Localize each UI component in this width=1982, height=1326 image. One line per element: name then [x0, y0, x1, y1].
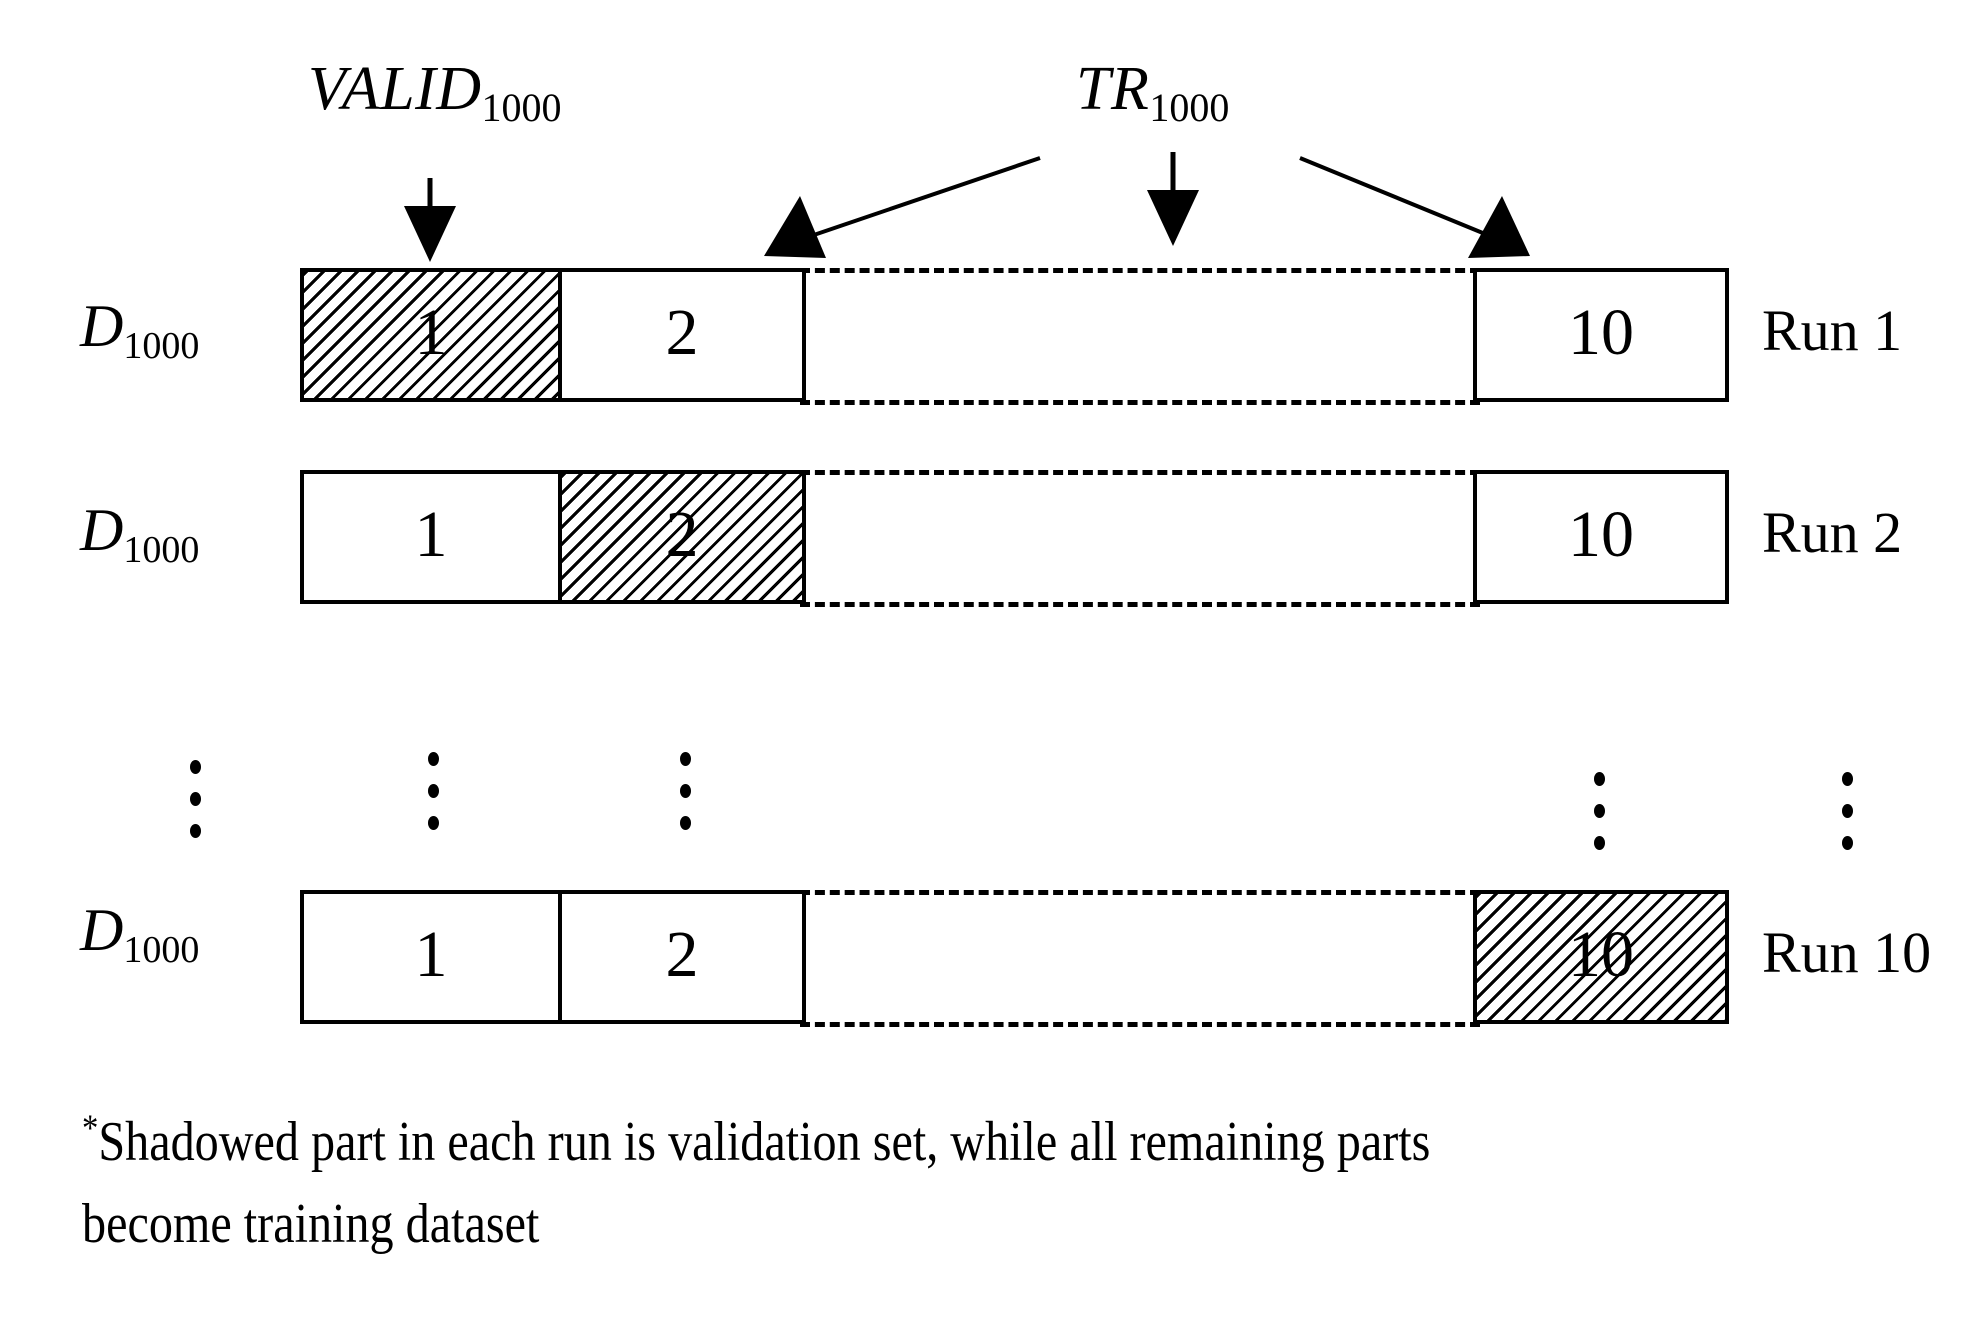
row-2-fold-2[interactable]: 2	[562, 470, 806, 604]
row-3-dataset-label: D1000	[80, 897, 199, 969]
ellipsis-dot	[1594, 836, 1605, 850]
row-1-fold-2[interactable]: 2	[562, 268, 806, 402]
row-1-fold-10-number: 10	[1568, 296, 1634, 369]
row-1-dataset-label: D1000	[80, 293, 199, 365]
ellipsis-column-4	[1594, 772, 1605, 850]
row-1-dataset-subscript: 1000	[123, 325, 200, 367]
ellipsis-column-3	[680, 752, 691, 830]
row-1-run-label: Run 1	[1762, 298, 1903, 363]
row-3-fold-2-number: 2	[665, 918, 699, 991]
row-2-fold-10-number: 10	[1568, 498, 1634, 571]
row-1-rail-top	[800, 268, 1480, 273]
row-1-rail-bottom	[800, 400, 1480, 405]
ellipsis-dot	[428, 784, 439, 798]
valid-annotation-label: VALID1000	[308, 55, 562, 128]
row-3-fold-1-number: 1	[414, 918, 448, 991]
tr-pointer-arrow-left	[764, 156, 1041, 258]
row-2-dataset-subscript: 1000	[123, 529, 200, 571]
row-2-fold-1[interactable]: 1	[300, 470, 562, 604]
valid-annotation-text: VALID	[308, 55, 482, 123]
ellipsis-dot	[1842, 836, 1853, 850]
ellipsis-dot	[428, 752, 439, 766]
row-2-run-label: Run 2	[1762, 500, 1903, 565]
row-3-dataset-letter: D	[80, 897, 124, 963]
ellipsis-dot	[190, 792, 201, 806]
tr-annotation-text: TR	[1076, 55, 1150, 123]
ellipsis-dot	[1842, 772, 1853, 786]
ellipsis-dot	[428, 816, 439, 830]
ellipsis-column-5	[1842, 772, 1853, 850]
row-3-dataset-subscript: 1000	[123, 929, 200, 971]
row-2-rail-bottom	[800, 602, 1480, 607]
tr-annotation-subscript: 1000	[1149, 85, 1230, 130]
row-3-run-label: Run 10	[1762, 920, 1932, 985]
row-1-fold-1[interactable]: 1	[300, 268, 562, 402]
row-2-fold-10[interactable]: 10	[1473, 470, 1729, 604]
row-2-rail-top	[800, 470, 1480, 475]
ellipsis-dot	[1594, 772, 1605, 786]
valid-pointer-arrow	[404, 178, 456, 262]
row-3-fold-1[interactable]: 1	[300, 890, 562, 1024]
row-2-fold-2-number: 2	[665, 498, 699, 571]
footnote-line-1-text: Shadowed part in each run is validation …	[98, 1111, 1431, 1173]
row-3-fold-10[interactable]: 10	[1473, 890, 1729, 1024]
row-2-dataset-letter: D	[80, 497, 124, 563]
row-1-fold-10[interactable]: 10	[1473, 268, 1729, 402]
ellipsis-dot	[1594, 804, 1605, 818]
row-1-dataset-letter: D	[80, 293, 124, 359]
ellipsis-dot	[190, 760, 201, 774]
row-2-dataset-label: D1000	[80, 497, 199, 569]
footnote-line-1: *Shadowed part in each run is validation…	[82, 1108, 1430, 1176]
row-1-fold-2-number: 2	[665, 296, 699, 369]
footnote-line-2: become training dataset	[82, 1193, 540, 1255]
row-3-fold-10-number: 10	[1568, 918, 1634, 991]
row-3-rail-top	[800, 890, 1480, 895]
tr-annotation-label: TR1000	[1076, 55, 1229, 128]
tr-pointer-arrow-right	[1299, 156, 1530, 258]
ellipsis-column-1	[190, 760, 201, 838]
ellipsis-dot	[680, 784, 691, 798]
ellipsis-dot	[680, 752, 691, 766]
tr-pointer-arrow-middle	[1147, 152, 1199, 246]
row-1-fold-1-number: 1	[414, 296, 448, 369]
valid-annotation-subscript: 1000	[481, 85, 562, 130]
row-3-rail-bottom	[800, 1022, 1480, 1027]
footnote-asterisk: *	[82, 1107, 99, 1150]
ellipsis-dot	[1842, 804, 1853, 818]
ellipsis-column-2	[428, 752, 439, 830]
ellipsis-dot	[680, 816, 691, 830]
ellipsis-dot	[190, 824, 201, 838]
row-2-fold-1-number: 1	[414, 498, 448, 571]
row-3-fold-2[interactable]: 2	[562, 890, 806, 1024]
